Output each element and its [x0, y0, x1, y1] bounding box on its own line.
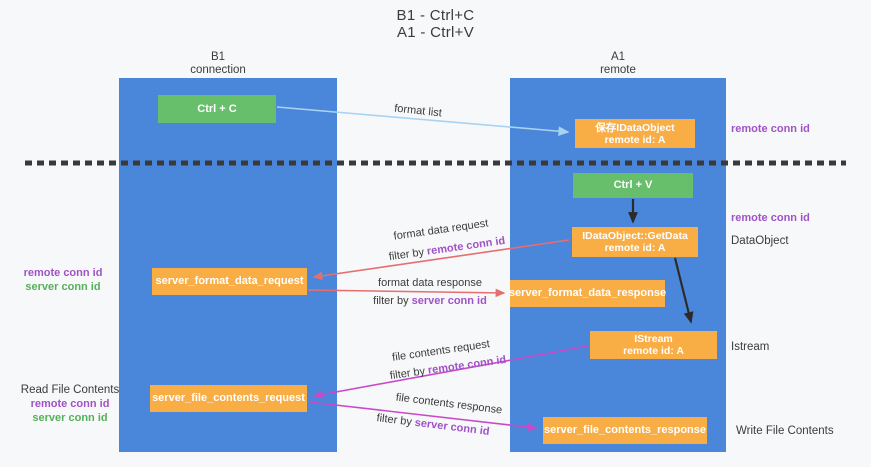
filter-prefix: filter by [388, 246, 425, 264]
label-format-data-response-text: format data response [378, 277, 482, 289]
left-conn-id-labels-format: remote conn id server conn id [24, 266, 103, 294]
read-file-contents-label: Read File Contents [20, 384, 120, 396]
node-server-format-data-request-label: server_format_data_request [155, 275, 304, 287]
filter-key-server-conn-id: server conn id [414, 416, 491, 438]
lane-a1-title: A1 [610, 51, 626, 63]
lane-b1-title: B1 [210, 51, 226, 63]
node-server-file-contents-request-label: server_file_contents_request [152, 392, 305, 404]
right-write-file-contents-label: Write File Contents [736, 425, 834, 437]
node-ctrl-v-label: Ctrl + V [613, 179, 653, 191]
filter-prefix: filter by [375, 412, 413, 429]
node-save-idataobject-line1: 保存IDataObject [595, 121, 675, 134]
node-istream-line2: remote id: A [623, 345, 684, 357]
label-format-data-response: format data response [378, 277, 482, 289]
node-server-format-data-request: server_format_data_request [152, 268, 307, 295]
filter-key-remote-conn-id: remote conn id [426, 234, 506, 258]
right-remote-conn-id-mid: remote conn id [731, 212, 810, 224]
node-ctrl-c: Ctrl + C [158, 95, 276, 123]
node-ctrl-c-label: Ctrl + C [197, 102, 237, 115]
node-istream: IStream remote id: A [590, 331, 717, 359]
node-save-idataobject: 保存IDataObject remote id: A [575, 119, 695, 148]
left-read-file-contents-labels: Read File Contents remote conn id server… [21, 383, 119, 425]
label-format-list-text: format list [393, 102, 443, 120]
server-conn-id-label: server conn id [25, 281, 101, 293]
remote-conn-id-label: remote conn id [30, 398, 110, 410]
node-ctrl-v: Ctrl + V [573, 173, 693, 198]
label-format-list: format list [394, 103, 443, 120]
diagram-title: B1 - Ctrl+C A1 - Ctrl+V [0, 7, 871, 41]
label-file-contents-response-filter: filter by server conn id [376, 412, 490, 438]
server-conn-id-label: server conn id [32, 412, 108, 424]
lane-header-b1: B1 connection [168, 51, 268, 76]
filter-prefix: filter by [389, 365, 426, 383]
lane-a1-subtitle: remote [600, 63, 636, 76]
label-format-data-response-filter: filter by server conn id [373, 295, 487, 307]
remote-conn-id-label: remote conn id [23, 267, 103, 279]
node-server-file-contents-response: server_file_contents_response [543, 417, 707, 444]
lane-b1-subtitle: connection [190, 63, 246, 76]
label-file-contents-response-text: file contents response [395, 391, 503, 417]
filter-key-server-conn-id: server conn id [411, 295, 487, 307]
right-istream-label: Istream [731, 341, 770, 353]
node-server-file-contents-request: server_file_contents_request [150, 385, 307, 412]
node-getdata-line1: IDataObject::GetData [582, 230, 688, 242]
node-server-format-data-response: server_format_data_response [508, 280, 667, 307]
right-dataobject-label: DataObject [731, 235, 789, 247]
node-idataobject-getdata: IDataObject::GetData remote id: A [572, 227, 698, 257]
node-save-idataobject-line2: remote id: A [604, 133, 666, 146]
node-getdata-line2: remote id: A [604, 242, 666, 254]
node-server-format-data-response-label: server_format_data_response [508, 287, 667, 299]
label-file-contents-response: file contents response [395, 392, 503, 417]
filter-prefix: filter by [373, 295, 409, 307]
node-server-file-contents-response-label: server_file_contents_response [543, 424, 707, 436]
node-istream-line1: IStream [634, 333, 673, 345]
diagram-title-line2: A1 - Ctrl+V [396, 24, 475, 41]
format-data-response-arrow [307, 288, 506, 298]
lane-header-a1: A1 remote [568, 51, 668, 76]
right-remote-conn-id-top: remote conn id [731, 123, 810, 135]
diagram-title-line1: B1 - Ctrl+C [396, 7, 475, 24]
